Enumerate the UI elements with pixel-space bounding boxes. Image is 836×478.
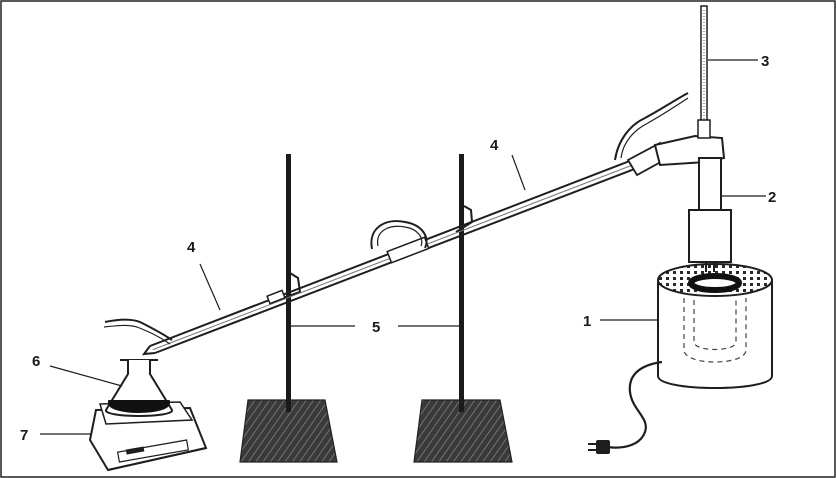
- stand-rod-left: [286, 154, 291, 412]
- heating-mantle: [588, 263, 773, 454]
- leader-lines: [40, 59, 766, 435]
- power-plug-icon: [596, 440, 610, 454]
- clamp-right: [455, 205, 474, 233]
- label-1: 1: [583, 313, 591, 330]
- label-3: 3: [761, 53, 769, 70]
- label-6: 6: [32, 353, 40, 370]
- label-4-upper: 4: [490, 137, 499, 154]
- condenser: [103, 92, 689, 356]
- clamp-left: [282, 272, 302, 299]
- label-4-lower: 4: [187, 239, 196, 256]
- erlenmeyer-flask: [104, 359, 174, 417]
- label-2: 2: [768, 189, 776, 206]
- stand-base-right: [413, 399, 513, 463]
- label-7: 7: [20, 427, 28, 444]
- retort-stand-right: [413, 154, 513, 463]
- stand-rod-right: [459, 154, 464, 412]
- retort-stand-left: [239, 154, 338, 463]
- thermometer: [697, 5, 711, 139]
- distillation-head: [653, 134, 732, 272]
- label-5: 5: [372, 319, 380, 336]
- stand-base-left: [239, 399, 338, 463]
